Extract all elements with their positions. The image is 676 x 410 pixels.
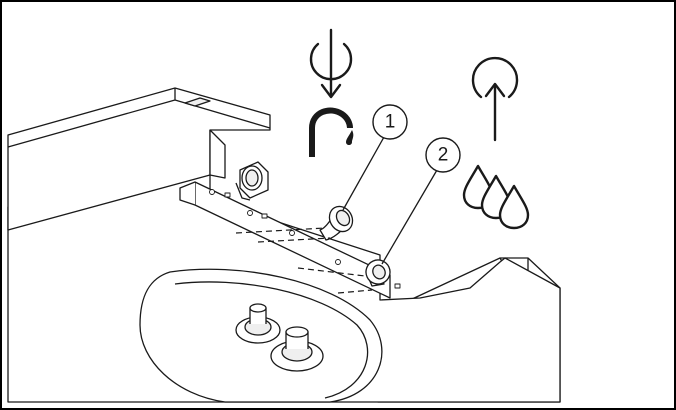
lower-fitting-right (270, 326, 324, 372)
dashed-pipe-lines (235, 227, 373, 294)
left-bracket (7, 87, 271, 231)
arrow-down-in-circle-icon (309, 28, 353, 99)
water-drops-icon (462, 164, 530, 230)
callout-2: 2 (425, 137, 461, 173)
water-tap-icon (309, 107, 354, 157)
callout-1: 1 (372, 104, 408, 140)
connection-2-fitting (365, 259, 391, 287)
callout-2-label: 2 (438, 145, 449, 166)
leader-lines (342, 136, 438, 265)
lower-fitting-left (235, 303, 281, 344)
connection-1-fitting (319, 205, 354, 241)
side-fitting (235, 161, 269, 201)
arrow-up-in-circle-icon (471, 56, 519, 142)
callout-1-label: 1 (385, 112, 396, 133)
strip-markings (209, 189, 401, 289)
